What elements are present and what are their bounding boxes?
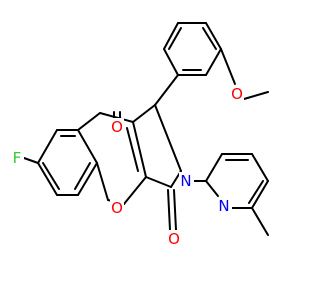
bond-19 (132, 104, 156, 123)
bond-22 (145, 176, 172, 188)
bond-31 (163, 48, 179, 76)
bond-10 (77, 112, 101, 131)
bond-9 (23, 157, 39, 164)
bond-5 (37, 162, 58, 196)
bond-12 (132, 121, 147, 178)
fluorine-atom: F (10, 149, 24, 167)
bond-18 (126, 127, 139, 172)
atom-label-o-ketone: O (111, 118, 123, 136)
ring-nitrogen-atom: N (179, 172, 194, 190)
bond-13 (123, 176, 147, 205)
bond-2 (77, 129, 98, 164)
bond-23 (167, 189, 171, 231)
bond-15 (96, 162, 109, 201)
bond-24 (173, 189, 177, 231)
bond-3 (77, 162, 98, 196)
atom-label-f: F (13, 149, 22, 167)
atom-label-o-ring: O (111, 199, 123, 217)
atom-label-n-pyridine: N (218, 197, 229, 215)
atom-label-o-lactam: O (168, 230, 180, 248)
bond-11 (99, 112, 134, 123)
bond-20 (154, 104, 182, 172)
bond-40 (251, 153, 269, 182)
bond-30 (163, 22, 179, 50)
bond-41 (251, 180, 269, 209)
bond-35 (220, 48, 236, 85)
bond-33 (202, 27, 217, 50)
bonds (23, 22, 269, 236)
bond-8 (42, 162, 60, 190)
bond-36 (243, 91, 269, 100)
bond-43 (205, 180, 219, 197)
pyridine-nitrogen-atom: N (217, 197, 232, 215)
methoxy-oxygen-atom: O (230, 85, 244, 103)
atom-label-o-methoxy: O (231, 85, 243, 103)
lactam-oxygen-atom: O (167, 230, 181, 248)
bond-7 (74, 162, 91, 190)
atom-label-n-ring: N (180, 172, 191, 190)
molecule-structure: F O O O O N N (10, 22, 269, 248)
bond-28 (205, 22, 222, 50)
bond-46 (251, 207, 269, 236)
bond-45 (248, 180, 264, 204)
ketone-oxygen-atom: O (110, 118, 124, 136)
bond-0 (37, 129, 58, 164)
bond-34 (168, 27, 182, 50)
atom-labels: F O O O O N N (10, 85, 244, 248)
bond-38 (205, 153, 223, 182)
bond-27 (205, 48, 222, 76)
bond-25 (154, 74, 179, 106)
ring-oxygen-atom: O (110, 199, 124, 217)
